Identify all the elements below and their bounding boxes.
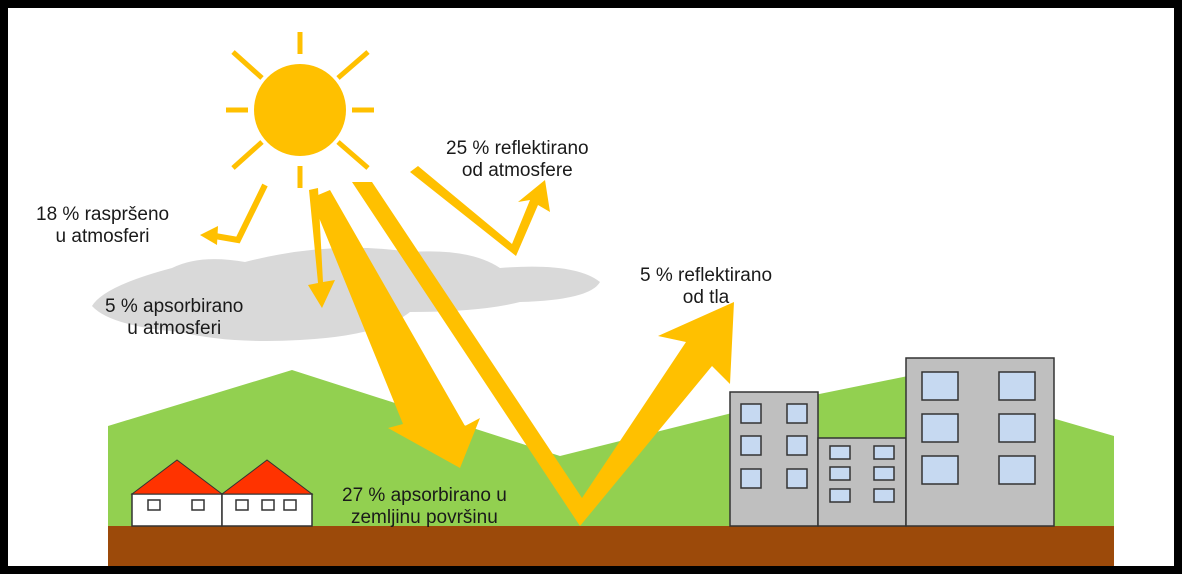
label-absorbed-atmosphere: 5 % apsorbirano u atmosferi (105, 296, 243, 340)
arrow-reflected-ground (352, 182, 734, 526)
sun-icon (226, 32, 374, 188)
label-reflected-atmosphere: 25 % reflektirano od atmosfere (446, 138, 589, 182)
label-absorbed-surface-line1: 27 % apsorbirano u (342, 485, 507, 506)
arrow-absorbed-atmosphere (308, 188, 335, 308)
label-absorbed-surface: 27 % apsorbirano u zemljinu površinu (342, 485, 507, 529)
label-reflected-atmosphere-line1: 25 % reflektirano (446, 138, 589, 159)
arrow-reflected-atmosphere (410, 166, 550, 256)
cloud-shape (92, 247, 600, 341)
label-scattered-line1: 18 % raspršeno (36, 204, 170, 225)
label-scattered-line2: u atmosferi (55, 226, 150, 247)
arrow-absorbed-surface (311, 190, 480, 468)
label-absorbed-atmosphere-line1: 5 % apsorbirano (105, 296, 244, 317)
building-icon (729, 391, 819, 527)
label-reflected-ground: 5 % reflektirano od tla (640, 265, 772, 309)
label-reflected-atmosphere-line2: od atmosfere (461, 160, 573, 181)
arrow-scattered (200, 183, 268, 245)
label-scattered: 18 % raspršeno u atmosferi (36, 204, 169, 248)
label-reflected-ground-line1: 5 % reflektirano (640, 265, 773, 286)
building-icon (905, 357, 1055, 527)
house-icon (220, 459, 314, 527)
label-reflected-ground-line2: od tla (682, 287, 730, 308)
ground (108, 526, 1114, 566)
label-absorbed-atmosphere-line2: u atmosferi (127, 318, 222, 339)
label-absorbed-surface-line2: zemljinu površinu (350, 507, 498, 528)
diagram-canvas (92, 32, 1114, 566)
building-icon (817, 437, 907, 527)
